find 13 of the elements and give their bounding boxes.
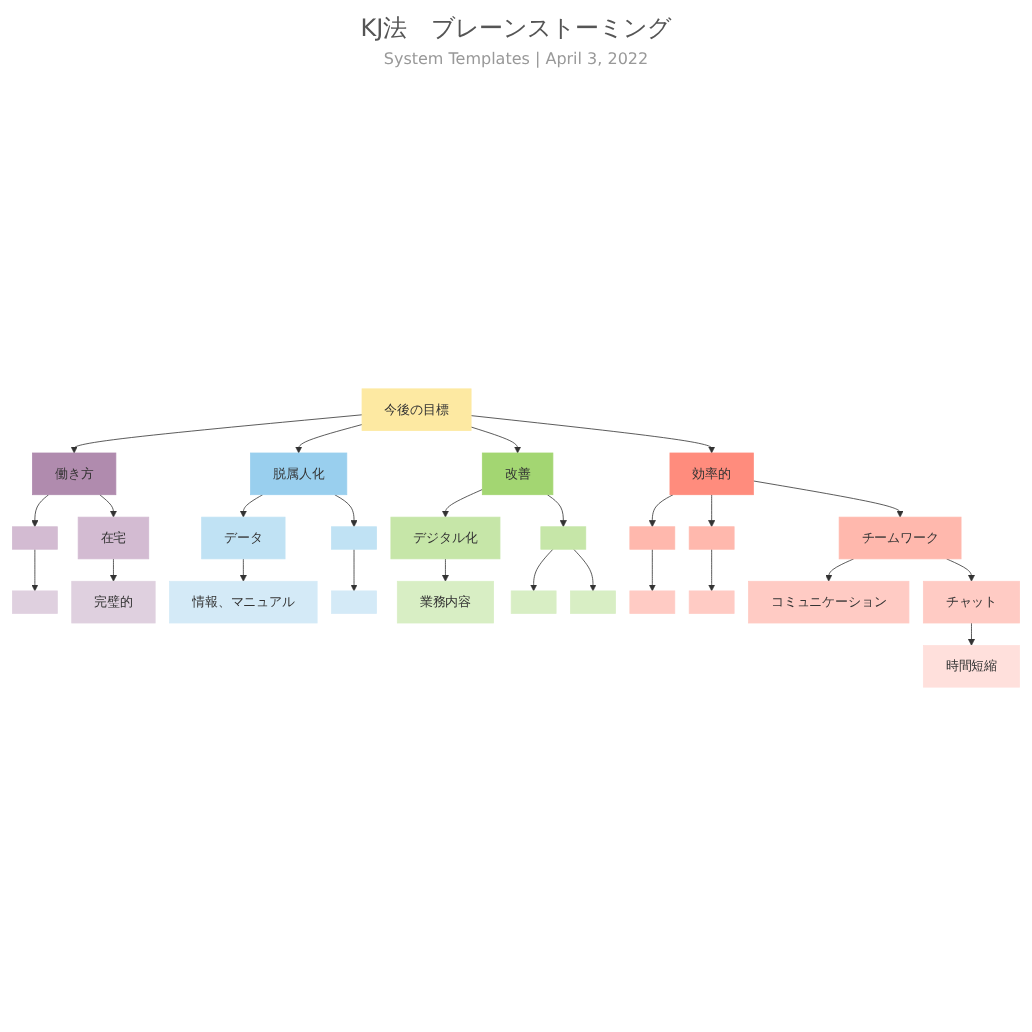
diagram-caption: System Templates | April 3, 2022 [381, 50, 651, 68]
node-box [540, 526, 587, 550]
diagram-title: KJ法 ブレーンストーミング [358, 12, 674, 46]
node-box [510, 590, 557, 614]
node-box [331, 590, 377, 614]
node-box [688, 526, 735, 550]
node-box [629, 526, 676, 550]
node-box [331, 526, 377, 550]
node-box [12, 590, 58, 614]
node-box [629, 590, 676, 614]
node-box [12, 526, 58, 550]
node-box [688, 590, 735, 614]
node-box [570, 590, 616, 614]
